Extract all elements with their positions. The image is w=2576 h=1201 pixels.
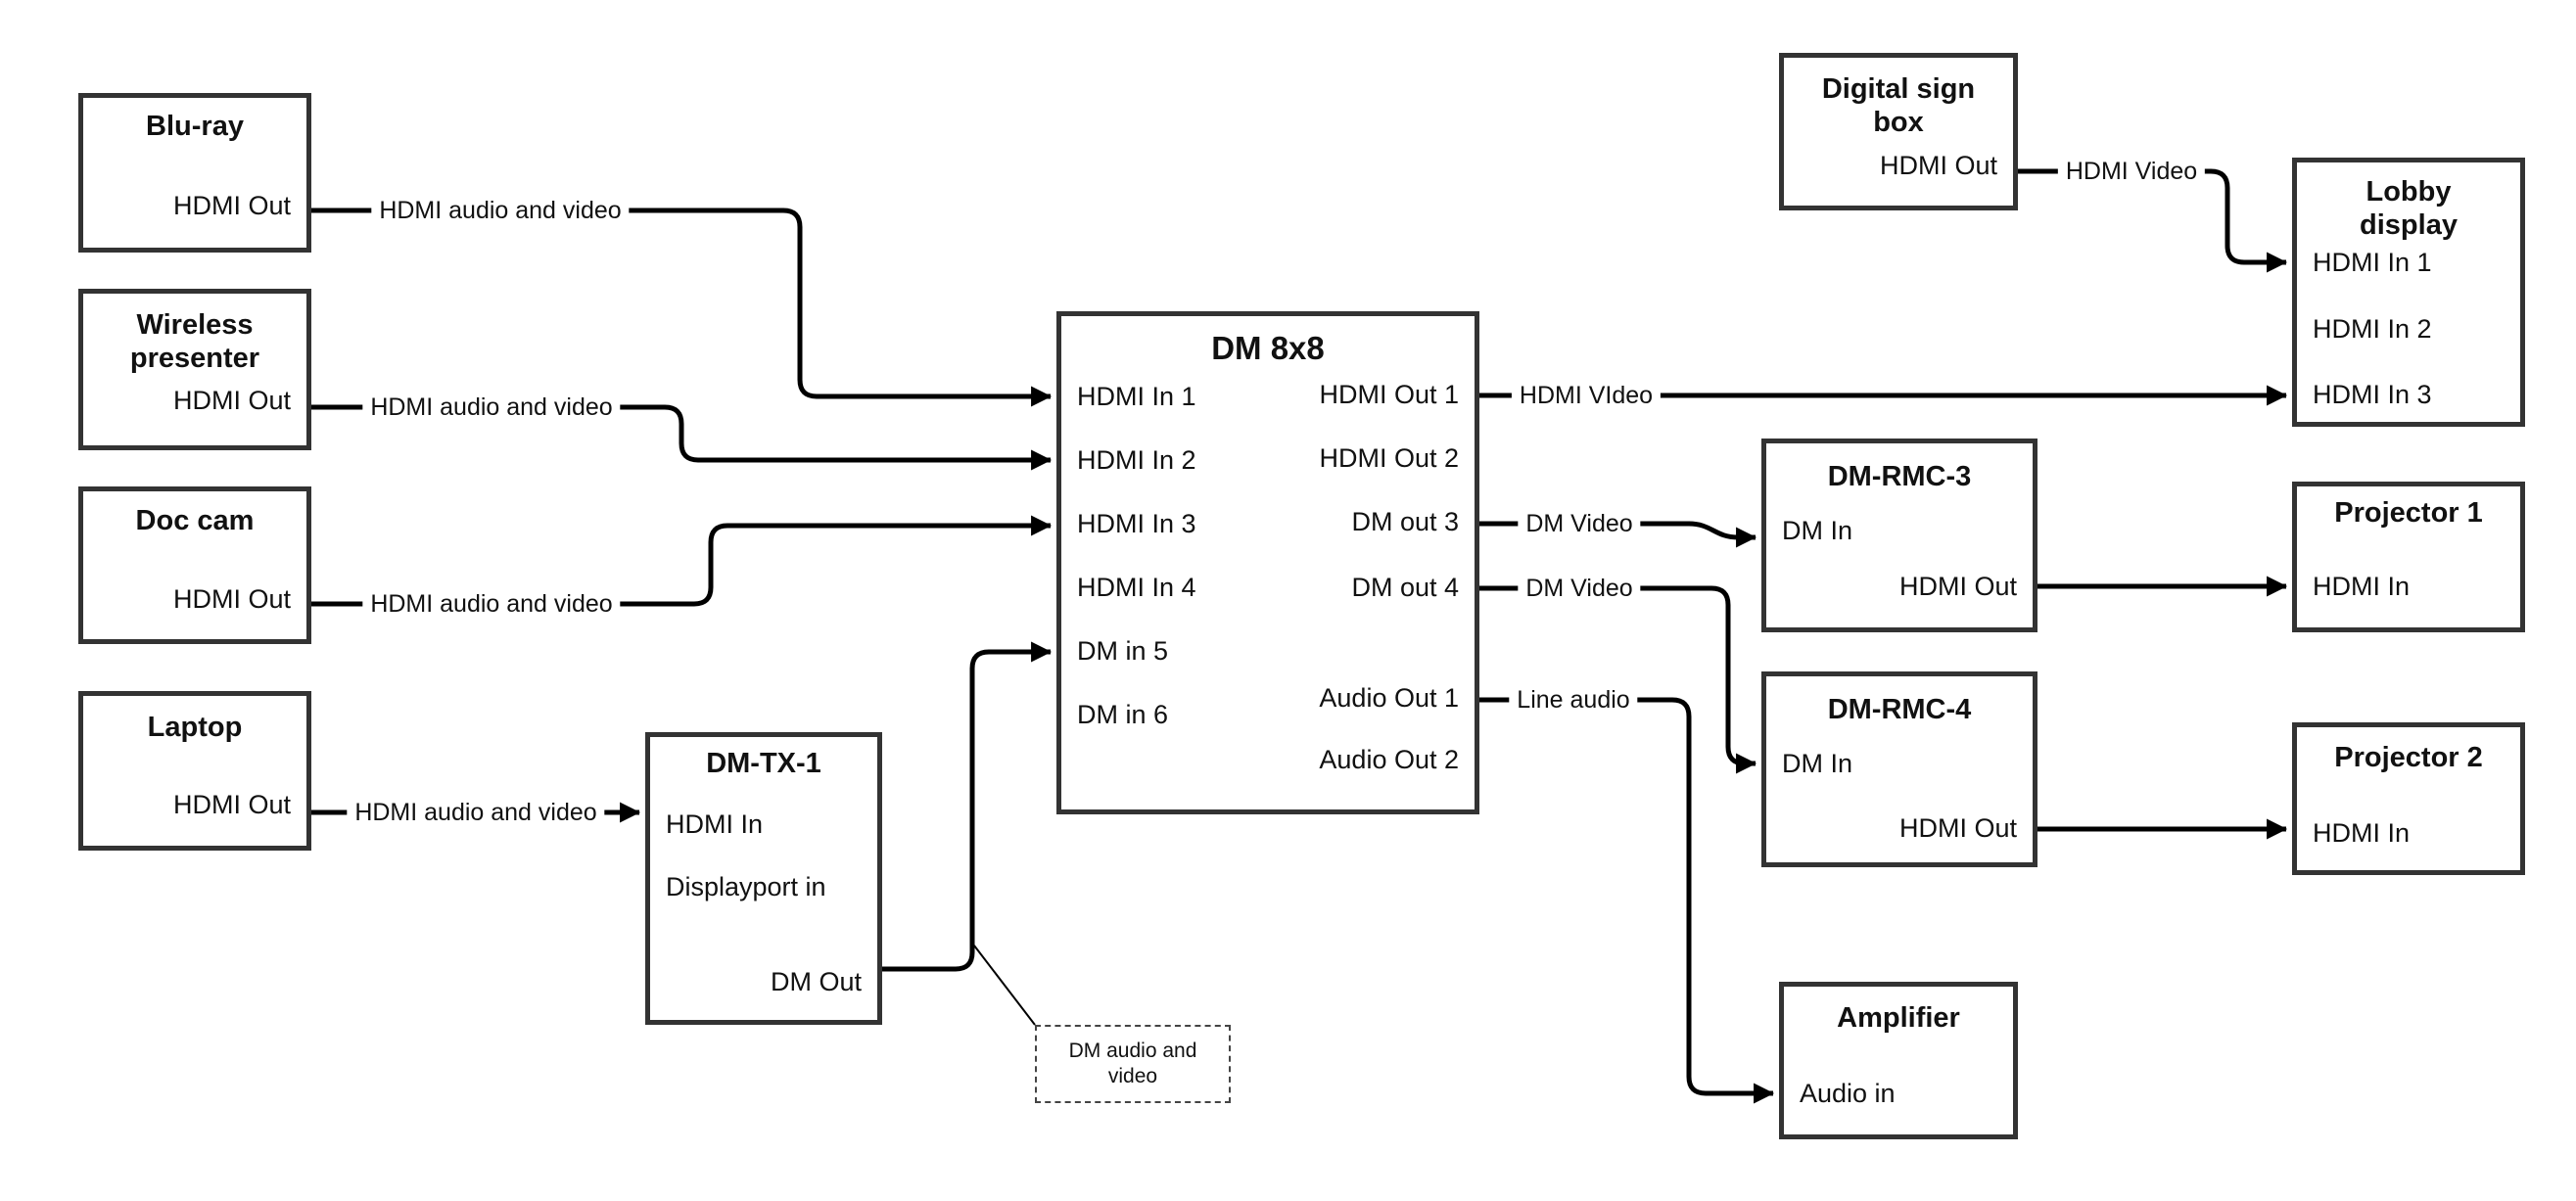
port-audio-out-1: Audio Out 1 [1319, 683, 1459, 713]
connector-bluray-to-dm8x8-in1 [311, 208, 1053, 407]
port-hdmi-in: HDMI In [666, 809, 764, 839]
port-dm-out: DM Out [770, 967, 862, 996]
box-title: DM 8x8 [1211, 330, 1325, 366]
callout-dm-audio-and-video: DM audio and video [1035, 1025, 1231, 1103]
port-hdmi-out: HDMI Out [172, 584, 291, 614]
device-box-amplifier: Amplifier Audio in [1779, 982, 2018, 1139]
port-hdmi-out: HDMI Out [172, 191, 291, 220]
port-hdmi-in-1: HDMI In 1 [1077, 382, 1196, 411]
port-dm-in-6: DM in 6 [1077, 700, 1169, 729]
device-box-laptop: Laptop HDMI Out [78, 691, 311, 851]
box-title: DM-RMC-4 [1827, 694, 1972, 725]
device-box-dm-rmc-3: DM-RMC-3 DM In HDMI Out [1761, 439, 2037, 632]
connector-dm8x8-out3-to-rmc3 [1479, 521, 1757, 548]
port-hdmi-in-2: HDMI In 2 [1077, 445, 1196, 475]
edge-label-hdmi-video-out1: HDMI VIdeo [1511, 381, 1662, 410]
port-hdmi-out: HDMI Out [1898, 572, 2017, 601]
connector-wireless-to-dm8x8-in2 [311, 404, 1053, 471]
port-hdmi-in: HDMI In [2313, 818, 2411, 848]
device-box-dm-tx-1: DM-TX-1 HDMI In Displayport in DM Out [645, 732, 882, 1025]
box-title: Projector 1 [2334, 497, 2483, 529]
callout-leader-line [973, 945, 1036, 1026]
port-audio-out-2: Audio Out 2 [1319, 745, 1459, 774]
device-box-lobby-display: Lobby display HDMI In 1 HDMI In 2 HDMI I… [2292, 158, 2525, 427]
port-dm-in: DM In [1782, 749, 1853, 778]
port-hdmi-out: HDMI Out [172, 386, 291, 415]
box-title: DM-RMC-3 [1827, 461, 1972, 492]
device-box-digital-sign-box: Digital sign box HDMI Out [1779, 53, 2018, 210]
connector-dm8x8-audio1-to-amplifier [1479, 697, 1775, 1104]
device-box-wireless-presenter: Wireless presenter HDMI Out [78, 289, 311, 450]
box-title: Wireless presenter [129, 309, 260, 374]
port-displayport-in: Displayport in [666, 872, 826, 901]
edge-label-hdmi-video-digitalsign: HDMI Video [2057, 157, 2206, 186]
port-hdmi-in-2: HDMI In 2 [2313, 314, 2432, 344]
port-dm-out-3: DM out 3 [1351, 507, 1459, 536]
device-box-dm-8x8: DM 8x8 HDMI In 1 HDMI In 2 HDMI In 3 HDM… [1056, 311, 1479, 814]
port-dm-out-4: DM out 4 [1351, 573, 1459, 602]
box-title: Blu-ray [146, 111, 244, 142]
box-title: DM-TX-1 [706, 748, 821, 779]
port-hdmi-out: HDMI Out [1898, 813, 2017, 843]
box-title: Digital sign box [1821, 73, 1976, 138]
port-hdmi-in-3: HDMI In 3 [2313, 380, 2432, 409]
edge-label-hdmi-audio-video-laptop: HDMI audio and video [347, 798, 605, 827]
edge-label-hdmi-audio-video-doccam: HDMI audio and video [362, 589, 621, 619]
edge-label-hdmi-audio-video-bluray: HDMI audio and video [371, 196, 630, 225]
callout-text: DM audio and video [1068, 1039, 1197, 1087]
edge-label-dm-video-out4: DM Video [1518, 574, 1641, 603]
port-dm-in: DM In [1782, 516, 1853, 545]
box-title: Laptop [147, 712, 243, 743]
device-box-blu-ray: Blu-ray HDMI Out [78, 93, 311, 253]
port-hdmi-out-1: HDMI Out 1 [1319, 380, 1459, 409]
device-box-dm-rmc-4: DM-RMC-4 DM In HDMI Out [1761, 671, 2037, 867]
port-dm-in-5: DM in 5 [1077, 636, 1169, 666]
device-box-doc-cam: Doc cam HDMI Out [78, 486, 311, 644]
port-audio-in: Audio in [1800, 1079, 1896, 1108]
edge-label-dm-video-out3: DM Video [1518, 509, 1641, 538]
port-hdmi-in-4: HDMI In 4 [1077, 573, 1196, 602]
port-hdmi-in-1: HDMI In 1 [2313, 248, 2432, 277]
connector-doccam-to-dm8x8-in3 [311, 515, 1053, 607]
connector-dm8x8-out4-to-rmc4 [1479, 585, 1757, 774]
box-title: Lobby display [2360, 176, 2458, 241]
box-title: Doc cam [135, 505, 255, 536]
port-hdmi-in-3: HDMI In 3 [1077, 509, 1196, 538]
connector-digitalsign-to-lobby-in1 [2018, 168, 2288, 273]
device-box-projector-2: Projector 2 HDMI In [2292, 722, 2525, 875]
port-hdmi-out: HDMI Out [1879, 151, 1997, 180]
port-hdmi-in: HDMI In [2313, 572, 2411, 601]
connector-dmtx1-to-dm8x8-in5 [882, 641, 1053, 972]
edge-label-line-audio: Line audio [1509, 685, 1638, 715]
port-hdmi-out-2: HDMI Out 2 [1319, 443, 1459, 473]
box-title: Projector 2 [2334, 742, 2483, 773]
box-title: Amplifier [1837, 1002, 1960, 1034]
edge-label-hdmi-audio-video-wireless: HDMI audio and video [362, 393, 621, 422]
device-box-projector-1: Projector 1 HDMI In [2292, 482, 2525, 632]
port-hdmi-out: HDMI Out [172, 790, 291, 819]
